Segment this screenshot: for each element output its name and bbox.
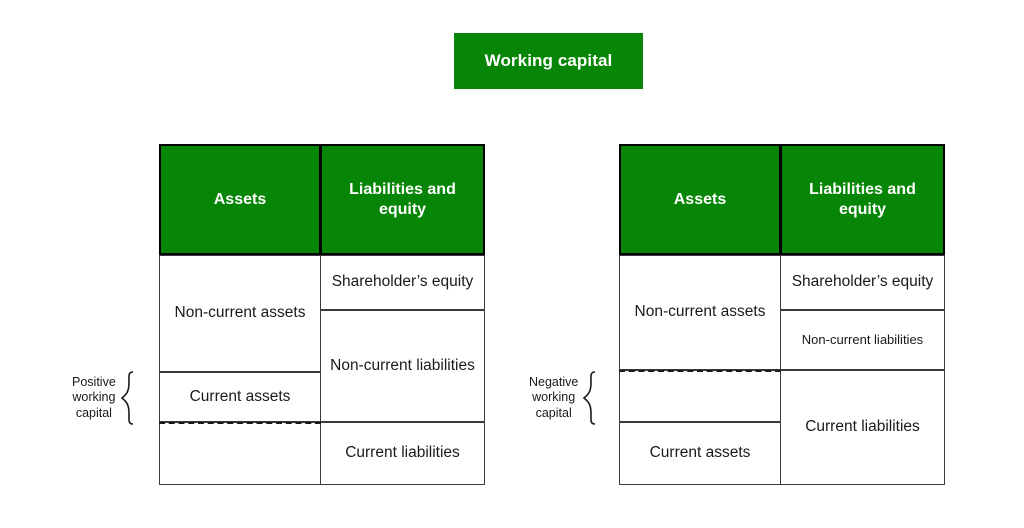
current-assets-cell-negative: Current assets	[619, 422, 781, 485]
negative-working-capital-annotation: Negative working capital	[529, 371, 597, 425]
working-capital-dashed-line-positive	[159, 422, 321, 424]
shareholders-equity-cell-negative: Shareholder’s equity	[780, 255, 945, 310]
positive-working-capital-label: Positive working capital	[72, 374, 116, 420]
curly-brace-icon	[583, 371, 596, 425]
liabilities-header-negative: Liabilities and equity	[780, 144, 945, 255]
non-current-assets-cell-negative: Non-current assets	[619, 255, 781, 370]
shareholders-equity-cell-positive: Shareholder’s equity	[320, 255, 485, 310]
assets-spacer-cell-negative	[619, 370, 781, 422]
assets-column-negative: Assets Non-current assets Current assets	[619, 144, 781, 485]
current-assets-cell-positive: Current assets	[159, 372, 321, 422]
curly-brace-icon	[120, 371, 133, 425]
liabilities-column-negative: Liabilities and equity Shareholder’s equ…	[780, 144, 945, 485]
current-liabilities-cell-positive: Current liabilities	[320, 422, 485, 485]
negative-working-capital-label: Negative working capital	[529, 374, 579, 420]
non-current-liabilities-cell-negative: Non-current liabilities	[780, 310, 945, 370]
assets-column-positive: Assets Non-current assets Current assets	[159, 144, 321, 485]
assets-spacer-cell-positive	[159, 422, 321, 485]
assets-header-positive: Assets	[159, 144, 321, 255]
non-current-liabilities-cell-positive: Non-current liabilities	[320, 310, 485, 422]
balance-sheet-positive: Assets Non-current assets Current assets…	[159, 144, 485, 485]
liabilities-column-positive: Liabilities and equity Shareholder’s equ…	[320, 144, 485, 485]
current-liabilities-cell-negative: Current liabilities	[780, 370, 945, 485]
page-title: Working capital	[484, 51, 613, 70]
non-current-assets-cell-positive: Non-current assets	[159, 255, 321, 372]
balance-sheet-negative: Assets Non-current assets Current assets…	[619, 144, 945, 485]
working-capital-title-banner: Working capital	[454, 33, 643, 89]
positive-working-capital-annotation: Positive working capital	[72, 371, 135, 425]
working-capital-dashed-line-negative	[619, 370, 781, 372]
liabilities-header-positive: Liabilities and equity	[320, 144, 485, 255]
assets-header-negative: Assets	[619, 144, 781, 255]
